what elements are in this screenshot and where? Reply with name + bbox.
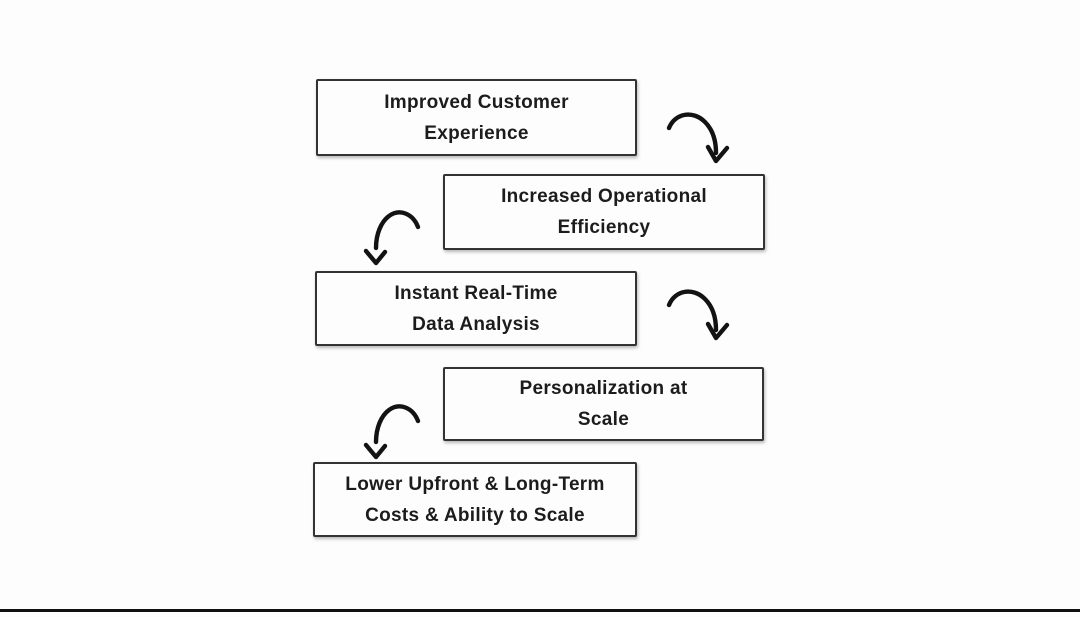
flow-box-label: Lower Upfront & Long-Term [345, 473, 605, 495]
flow-box-label: Data Analysis [412, 313, 540, 335]
flow-box-instant-real-time-data-analysis: Instant Real-Time Data Analysis [315, 271, 637, 346]
flow-box-label: Personalization at [519, 378, 688, 399]
curved-arrow-right-down-icon [664, 110, 730, 168]
flow-box-improved-customer-experience: Improved Customer Experience [316, 79, 637, 156]
flow-box-lower-costs-ability-to-scale: Lower Upfront & Long-Term Costs & Abilit… [313, 462, 637, 537]
flow-box-label: Instant Real-Time [394, 282, 558, 304]
curved-arrow-left-down-icon [358, 208, 424, 266]
curved-arrow-left-down-icon [358, 402, 424, 460]
flow-box-label: Scale [577, 409, 630, 430]
bottom-divider [0, 609, 1080, 612]
flow-box-label: Efficiency [557, 217, 651, 238]
flow-box-increased-operational-efficiency: Increased Operational Efficiency [443, 174, 765, 250]
flow-box-label: Experience [424, 122, 529, 144]
flow-box-personalization-at-scale: Personalization at Scale [443, 367, 764, 441]
flow-box-label: Costs & Ability to Scale [365, 504, 585, 526]
curved-arrow-right-down-icon [664, 287, 730, 345]
flow-box-label: Improved Customer [384, 91, 569, 113]
flow-box-label: Increased Operational [501, 186, 707, 207]
